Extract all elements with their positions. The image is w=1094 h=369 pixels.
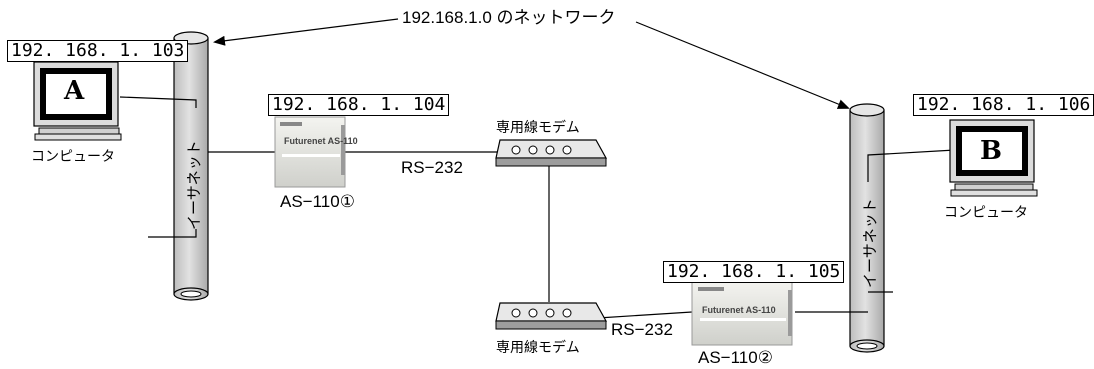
computer-a-ip: 192. 168. 1. 103 — [7, 40, 189, 62]
as110-2-ip: 192. 168. 1. 105 — [663, 261, 845, 283]
network-arrows — [213, 18, 850, 109]
modem-bottom — [495, 302, 608, 330]
computer-b-label: コンピュータ — [944, 204, 1028, 220]
connection-lines — [119, 96, 956, 319]
as110-1-ip: 192. 168. 1. 104 — [268, 94, 450, 116]
as110-1-name: AS−110① — [280, 192, 355, 211]
modem-top — [495, 139, 608, 167]
as110-2-name: AS−110② — [698, 348, 773, 367]
ethernet-pipe-left — [173, 31, 209, 301]
as110-2-brand: Futurenet AS-110 — [702, 305, 776, 315]
computer-a — [33, 61, 122, 141]
computer-b — [949, 119, 1038, 197]
as110-2-device — [691, 280, 793, 346]
network-diagram — [33, 18, 1038, 353]
modem-bottom-label: 専用線モデム — [496, 339, 580, 355]
ethernet-left-label: イーサネット — [186, 140, 203, 230]
network-label: 192.168.1.0 のネットワーク — [402, 8, 616, 27]
as110-1-device — [274, 116, 346, 188]
ethernet-right-label: イーサネット — [862, 198, 879, 288]
computer-a-label: コンピュータ — [31, 148, 115, 164]
rs232-top-label: RS−232 — [401, 158, 463, 177]
computer-a-letter: A — [64, 76, 85, 106]
computer-b-ip: 192. 168. 1. 106 — [913, 94, 1094, 116]
ethernet-pipe-right — [849, 103, 885, 353]
computer-b-letter: B — [980, 136, 1002, 166]
modem-top-label: 専用線モデム — [496, 119, 580, 135]
rs232-bottom-label: RS−232 — [611, 320, 673, 339]
as110-1-brand: Futurenet AS-110 — [284, 136, 358, 146]
